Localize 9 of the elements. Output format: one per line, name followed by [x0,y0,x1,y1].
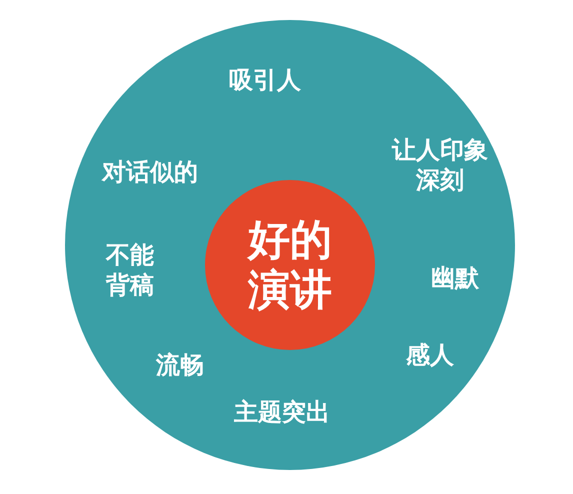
quality-label: 主题突出 [234,397,330,427]
quality-label: 幽默 [431,263,479,293]
quality-label: 对话似的 [102,157,198,187]
quality-label: 让人印象深刻 [390,135,489,195]
quality-label: 感人 [406,340,454,370]
quality-label: 吸引人 [229,65,301,95]
quality-label: 不能背稿 [104,240,155,300]
center-title: 好的演讲 [246,214,333,316]
quality-label: 流畅 [156,350,204,380]
